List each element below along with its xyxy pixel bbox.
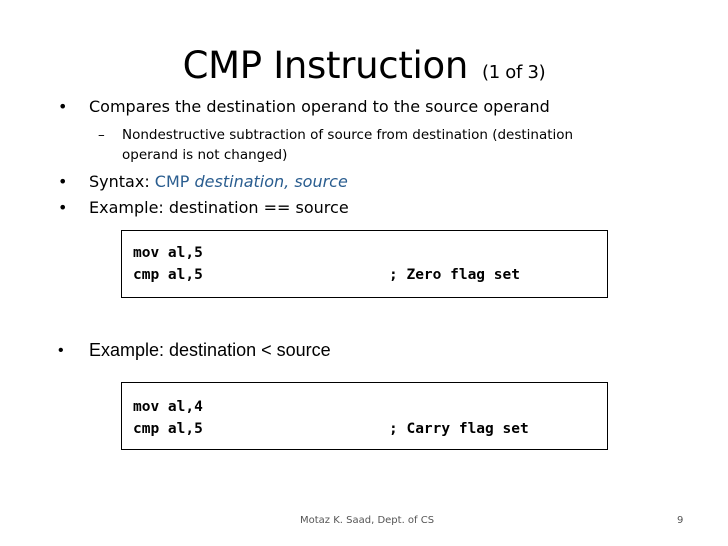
slide-title: CMP Instruction (1 of 3) (0, 44, 728, 87)
title-page-indicator: (1 of 3) (482, 62, 546, 83)
bullet-marker: • (58, 342, 64, 359)
code-block-zero-flag: mov al,5 cmp al,5 ; Zero flag set (121, 230, 608, 298)
title-text: CMP Instruction (182, 44, 469, 87)
syntax-keyword: CMP (154, 172, 195, 191)
bullet-marker: • (58, 172, 68, 191)
code-line-1: mov al,5 (133, 245, 203, 261)
bullet-marker: • (58, 198, 68, 217)
code-line-1: mov al,4 (133, 399, 203, 415)
code-line-2: cmp al,5 (133, 421, 203, 437)
footer-page-number: 9 (677, 515, 684, 526)
code-comment: ; Zero flag set (389, 267, 520, 283)
sub-bullet-text: Nondestructive subtraction of source fro… (122, 127, 574, 163)
bullet-text: Syntax: CMP destination, source (89, 172, 348, 191)
sub-bullet-marker: – (98, 127, 105, 143)
bullet-marker: • (58, 97, 68, 116)
code-comment: ; Carry flag set (389, 421, 529, 437)
syntax-operands: destination, source (194, 172, 348, 191)
bullet-text: Compares the destination operand to the … (89, 97, 550, 116)
code-line-2: cmp al,5 (133, 267, 203, 283)
footer-author: Motaz K. Saad, Dept. of CS (300, 515, 435, 526)
syntax-prefix: Syntax: (89, 172, 155, 191)
code-block-carry-flag: mov al,4 cmp al,5 ; Carry flag set (121, 382, 608, 450)
bullet-text: Example: destination < source (89, 340, 331, 360)
bullet-text: Example: destination == source (89, 198, 349, 217)
